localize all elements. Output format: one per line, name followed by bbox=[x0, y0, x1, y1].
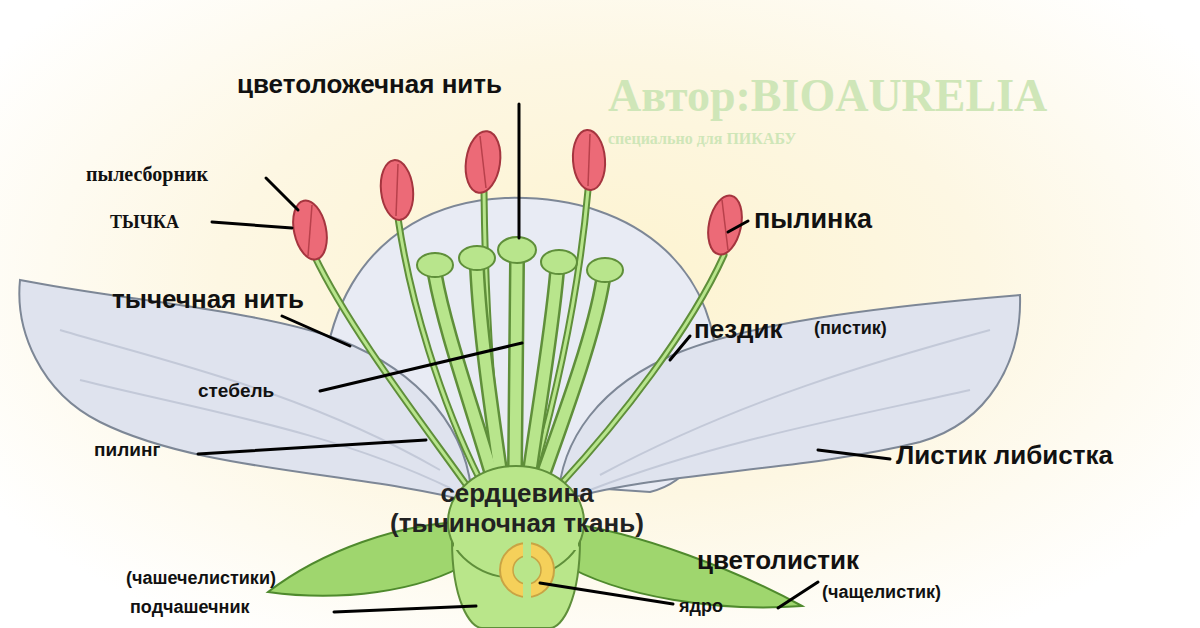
part-label: ТЫЧКА bbox=[110, 212, 179, 233]
part-label: цветолистик bbox=[697, 546, 859, 576]
part-label: (чашечелистики) bbox=[126, 568, 276, 589]
left-petal bbox=[19, 280, 472, 502]
part-label: пылесборник bbox=[86, 163, 208, 186]
part-label: пилинг bbox=[94, 439, 160, 461]
petal-vein bbox=[60, 330, 450, 488]
part-label: сердцевина (тычиночная ткань) bbox=[362, 479, 672, 539]
part-label: цветоложечная нить bbox=[237, 70, 502, 100]
ovule-gap bbox=[523, 540, 531, 600]
part-label: Листик либистка bbox=[896, 441, 1113, 471]
part-label: стебель bbox=[198, 380, 274, 402]
leader-lines bbox=[198, 104, 890, 612]
part-label: пездик bbox=[694, 315, 783, 345]
part-label: пылинка bbox=[754, 204, 872, 235]
part-label: тычечная нить bbox=[112, 285, 304, 315]
part-label: (пистик) bbox=[814, 318, 887, 339]
stigmas bbox=[417, 237, 623, 282]
watermark: специально для ПИКАБУ bbox=[608, 130, 796, 148]
part-label: подчашечник bbox=[130, 597, 249, 618]
watermark: Автор:BIOAURELIA bbox=[608, 70, 1047, 123]
pistil-stalks bbox=[435, 262, 603, 478]
right-petal bbox=[558, 295, 1020, 502]
part-label: (чащелистик) bbox=[822, 582, 941, 603]
part-label: ядро bbox=[679, 596, 723, 617]
